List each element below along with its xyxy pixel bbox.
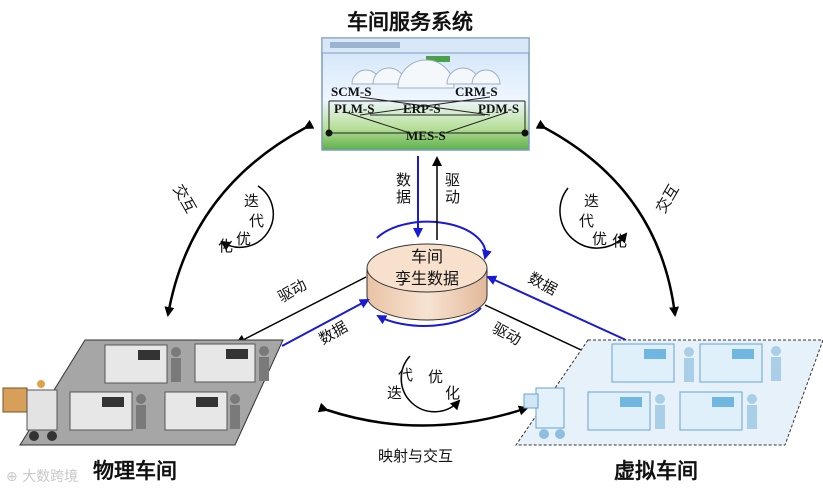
cycle-left-char1: 迭 [244, 192, 260, 210]
forklift-icon [2, 380, 58, 441]
label-data-top: 数据 [394, 172, 412, 206]
node-plm: PLM-S [334, 101, 374, 116]
node-dot-left [325, 129, 333, 137]
twin-data-label-line1: 车间 [410, 247, 443, 266]
node-pdm: PDM-S [478, 101, 519, 116]
label-mapping-interact: 映射与交互 [378, 447, 454, 465]
cycle-right-char1: 迭 [584, 192, 600, 210]
watermark: ⊕ 大数跨境 [6, 466, 78, 486]
physical-workshop [2, 339, 284, 446]
node-dot-right [521, 129, 529, 137]
virtual-workshop-title: 虚拟车间 [614, 459, 698, 483]
cycle-bottom-char4: 化 [445, 384, 461, 402]
cycle-left-char3: 优 [236, 230, 252, 248]
twin-data-label-line2: 孪生数据 [394, 269, 459, 288]
cycle-right-char4: 化 [612, 232, 628, 250]
node-crm: CRM-S [455, 84, 498, 99]
gauge-icons [351, 59, 501, 89]
worker-icons-physical [136, 346, 269, 429]
cycle-left-char2: 代 [249, 212, 265, 230]
watermark-text: 大数跨境 [22, 469, 79, 485]
service-system-screen: SCM-S CRM-S PLM-S ERP-S PDM-S MES-S [321, 37, 530, 151]
cycle-bottom-char2: 代 [398, 366, 414, 384]
twin-data-cylinder [366, 220, 492, 327]
cycle-right-arrow [559, 187, 628, 249]
virtual-workshop [515, 339, 823, 446]
service-network-lines [328, 96, 526, 134]
virtual-forklift-icon [523, 387, 565, 439]
arrow-interact-right [535, 119, 680, 317]
node-scm: SCM-S [331, 84, 371, 99]
cycle-bottom-arrow [400, 355, 461, 413]
cycle-right-char3: 优 [592, 230, 608, 248]
label-drive-top: 驱动 [443, 172, 461, 206]
node-erp: ERP-S [403, 101, 441, 116]
arrow-mapping-bottom [317, 402, 529, 427]
arrow-drive-virtual [484, 304, 596, 358]
watermark-logo-icon: ⊕ [6, 469, 18, 485]
cycle-bottom-char3: 优 [428, 368, 444, 386]
cycle-left-char4: 化 [218, 237, 234, 255]
service-system-title: 车间服务系统 [347, 10, 473, 34]
cycle-right-char2: 代 [579, 212, 595, 230]
cycle-left-arrow [220, 185, 275, 251]
physical-workshop-title: 物理车间 [93, 459, 177, 483]
arrow-interact-left [164, 119, 315, 317]
twin-data-label: 车间 孪生数据 [377, 246, 477, 290]
worker-icons-virtual [655, 346, 781, 429]
node-mes: MES-S [406, 128, 446, 143]
arrow-data-physical [281, 299, 370, 347]
cycle-bottom-char1: 迭 [387, 384, 403, 402]
